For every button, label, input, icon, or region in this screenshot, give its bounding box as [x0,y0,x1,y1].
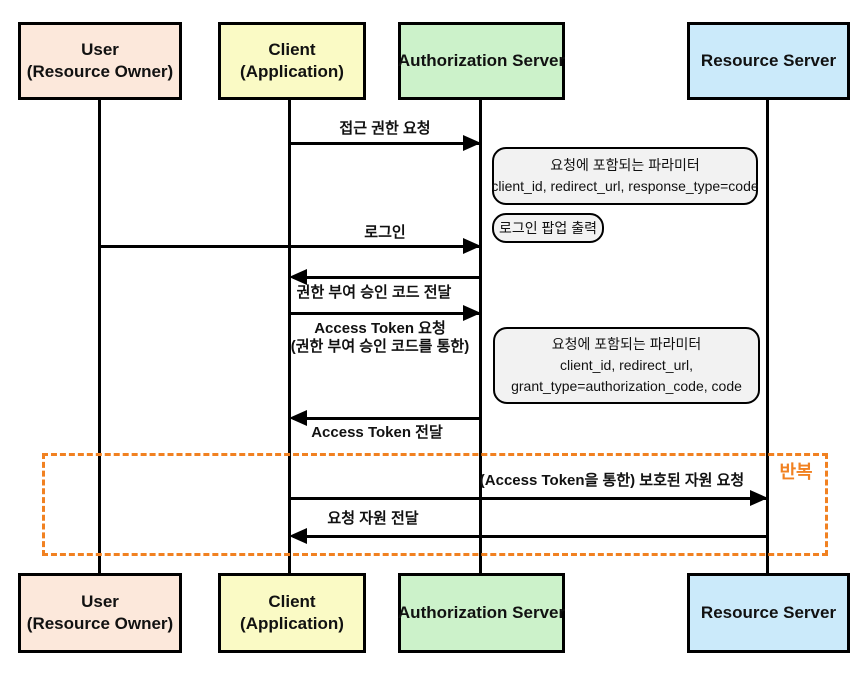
message-line [293,276,481,279]
note-params: client_id, redirect_url, [559,357,694,373]
actor-box-user-bottom: User (Resource Owner) [18,573,182,653]
actor-sublabel: (Resource Owner) [26,62,174,81]
actor-box-auth-server-top: Authorization Server [398,22,565,100]
note-request-params-1: 요청에 포함되는 파라미터 client_id, redirect_url, r… [491,147,759,205]
arrowhead-left-icon [289,410,307,426]
lifeline-client [288,100,291,573]
actor-box-resource-server-bottom: Resource Server [687,573,850,653]
arrowhead-right-icon [463,238,481,254]
actor-box-user-top: User (Resource Owner) [18,22,182,100]
lifeline-resource-server [766,100,769,573]
loop-repeat-box [42,453,828,556]
arrowhead-left-icon [289,269,307,285]
note-request-params-2: 요청에 포함되는 파라미터 client_id, redirect_url, g… [493,327,760,404]
message-label-requested-resource-delivery: 요청 자원 전달 [327,510,419,527]
message-label-auth-code-delivery: 권한 부여 승인 코드 전달 [296,284,452,301]
actor-box-client-bottom: Client (Application) [218,573,366,653]
note-params: client_id, redirect_url, response_type=c… [491,178,759,194]
arrowhead-left-icon [289,528,307,544]
actor-sublabel: (Application) [240,62,344,81]
note-text: 로그인 팝업 출력 [499,219,597,236]
lifeline-auth-server [479,100,482,573]
actor-label: Authorization Server [397,603,566,622]
actor-label: Client [268,40,316,59]
note-login-popup: 로그인 팝업 출력 [492,213,604,243]
message-label-access-permission-request: 접근 권한 요청 [339,120,431,137]
actor-box-client-top: Client (Application) [218,22,366,100]
arrowhead-right-icon [463,135,481,151]
actor-label: Resource Server [700,51,837,70]
actor-label: User [81,40,119,59]
actor-sublabel: (Resource Owner) [26,614,174,633]
actor-label: Client [268,592,316,611]
actor-label: Authorization Server [397,51,566,70]
note-title: 요청에 포함되는 파라미터 [550,157,700,173]
message-line [293,535,768,538]
arrowhead-right-icon [463,305,481,321]
actor-box-auth-server-bottom: Authorization Server [398,573,565,653]
message-line [100,245,481,248]
message-line [290,497,768,500]
message-label-access-token-delivery: Access Token 전달 [311,424,443,441]
actor-sublabel: (Application) [240,614,344,633]
actor-label: User [81,592,119,611]
message-line [293,417,481,420]
message-line [290,142,481,145]
message-label-access-token-request: Access Token 요청 [314,320,446,337]
note-params: grant_type=authorization_code, code [511,378,742,394]
message-sublabel-via-auth-code: (권한 부여 승인 코드를 통한) [290,338,470,355]
message-line [290,312,481,315]
lifeline-user [98,100,101,573]
arrowhead-right-icon [750,490,768,506]
message-label-protected-resource-request: (Access Token을 통한) 보호된 자원 요청 [479,472,745,489]
message-label-login: 로그인 [364,224,406,241]
loop-repeat-label: 반복 [779,462,813,482]
actor-box-resource-server-top: Resource Server [687,22,850,100]
actor-label: Resource Server [700,603,837,622]
note-title: 요청에 포함되는 파라미터 [551,336,702,352]
